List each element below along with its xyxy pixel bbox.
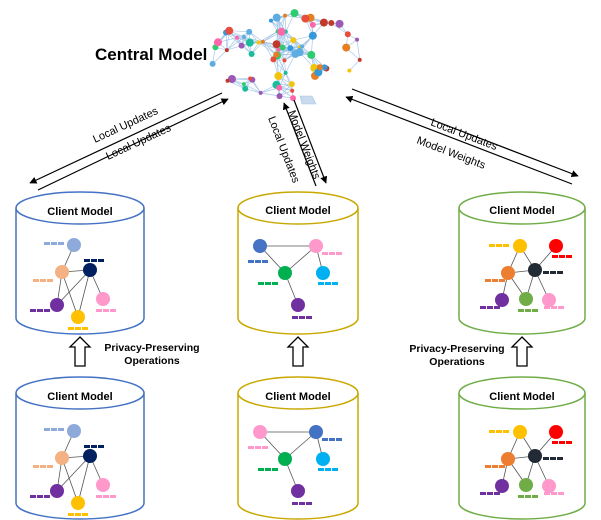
left-link: Local Updates Local Updates <box>29 92 229 191</box>
client-bottom-2-cylinder <box>237 376 359 520</box>
client-top-1-title: Client Model <box>47 206 112 218</box>
central-model-title: Central Model <box>95 45 207 64</box>
privacy-label-right-line1: Privacy-Preserving <box>409 343 504 355</box>
privacy-label-left-line2: Operations <box>124 355 180 367</box>
client-databases <box>15 191 586 520</box>
up-arrow-left <box>68 336 92 367</box>
client-top-2-cylinder <box>237 191 359 335</box>
client-top-3-cylinder <box>458 191 586 335</box>
client-top-1-cylinder <box>15 191 145 335</box>
privacy-label-right-line2: Operations <box>429 356 485 368</box>
privacy-label-left-line1: Privacy-Preserving <box>104 342 199 354</box>
up-arrow-middle <box>286 336 310 367</box>
brain-stem-icon <box>299 95 317 105</box>
up-arrow-right <box>510 336 534 367</box>
right-link: Local Updates Model Weights <box>345 88 579 185</box>
client-top-3-title: Client Model <box>489 205 554 217</box>
client-bottom-3-cylinder <box>458 376 586 520</box>
client-bottom-2-title: Client Model <box>265 391 330 403</box>
client-bottom-3-title: Client Model <box>489 391 554 403</box>
client-bottom-1-cylinder <box>15 376 145 520</box>
client-top-2-title: Client Model <box>265 205 330 217</box>
brain-icon <box>209 9 362 105</box>
middle-link: Model Weights Local Updates <box>265 99 328 187</box>
client-bottom-1-title: Client Model <box>47 391 112 403</box>
brain-network-nodes <box>209 9 362 102</box>
